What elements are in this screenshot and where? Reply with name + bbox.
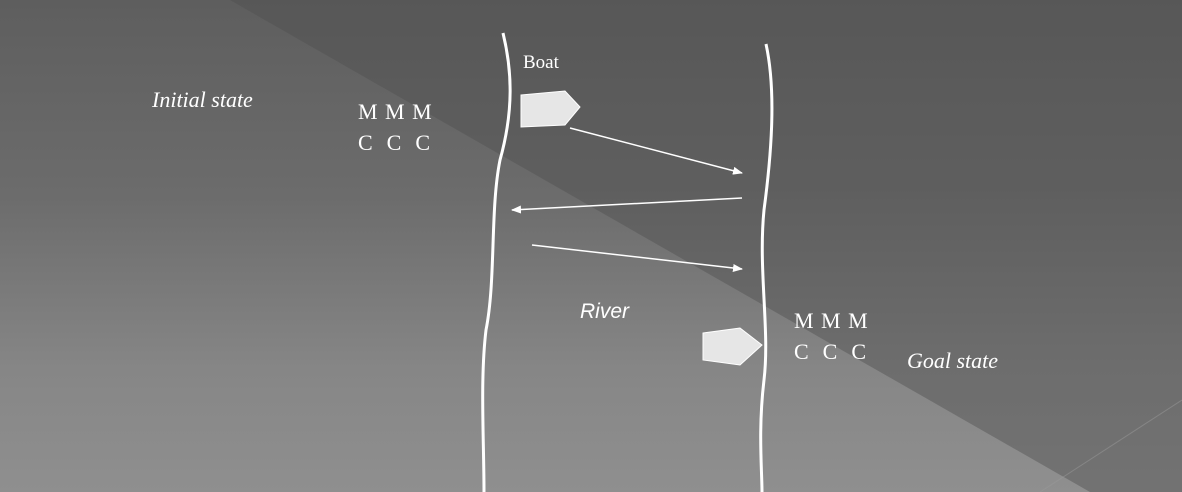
river-right-bank xyxy=(759,43,774,492)
crossing-arrow-1 xyxy=(569,127,743,175)
goal-state-label: Goal state xyxy=(907,348,999,373)
boat-initial-shape xyxy=(520,90,581,128)
crossing-arrow-2-return xyxy=(511,197,743,214)
initial-state-label: Initial state xyxy=(152,87,253,112)
river-label: River xyxy=(580,300,630,323)
boat-goal-shape xyxy=(702,327,763,366)
background-sheen xyxy=(230,0,1182,492)
river-left-bank xyxy=(481,32,512,492)
crossing-arrow-3 xyxy=(531,244,743,272)
boat-label: Boat xyxy=(523,52,559,73)
goal-missionaries: M M M xyxy=(794,308,869,333)
initial-cannibals: C C C xyxy=(358,130,432,155)
background-shadow-line xyxy=(1039,399,1182,492)
initial-missionaries: M M M xyxy=(358,99,433,124)
goal-cannibals: C C C xyxy=(794,339,868,364)
